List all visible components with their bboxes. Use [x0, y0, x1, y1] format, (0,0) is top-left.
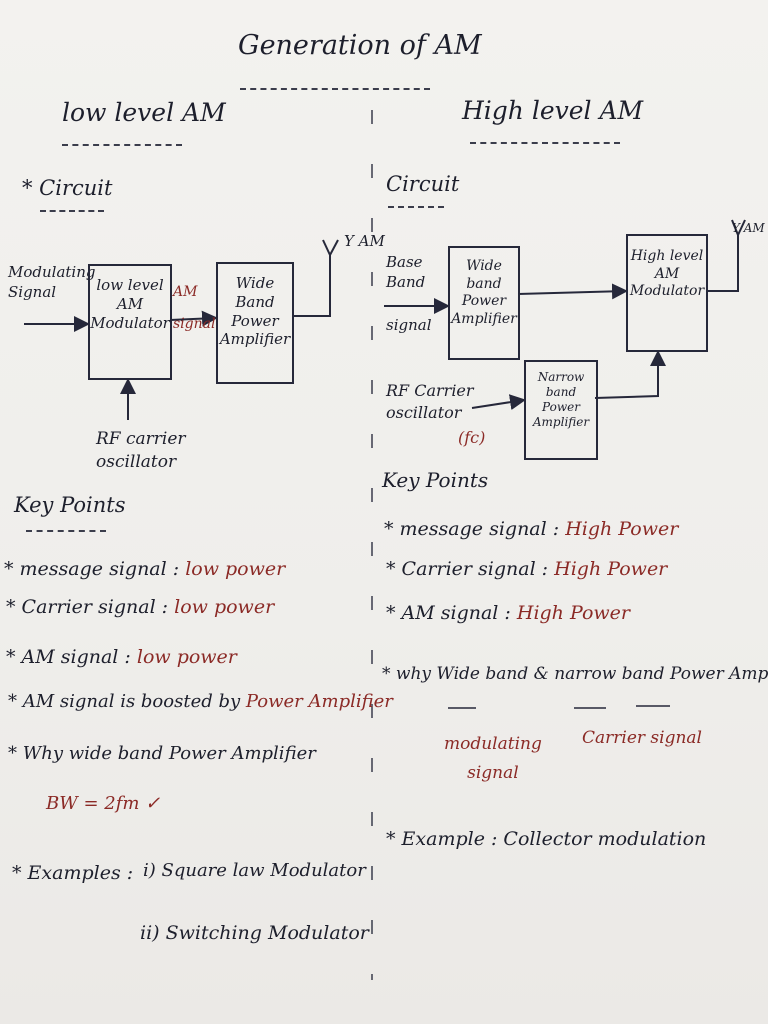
right-point-3: * AM signal : High Power	[386, 604, 630, 623]
why-prefix: * why	[382, 664, 432, 684]
left-point-3: * AM signal : low power	[6, 648, 237, 667]
low-level-am-modulator-text: low level AM Modulator	[90, 276, 170, 332]
left-point-1-text: * message signal :	[4, 558, 180, 580]
right-rf-carrier-label: RF Carrier oscillator	[386, 381, 474, 422]
left-heading-underline	[62, 144, 182, 146]
baseband-signal-label: signal	[386, 316, 432, 334]
left-examples-label: * Examples :	[12, 862, 134, 884]
left-point-5-text: * Why wide band Power Amplifier	[8, 743, 316, 764]
why-and: &	[533, 664, 549, 684]
left-heading: low level AM	[62, 98, 226, 127]
left-point-1: * message signal : low power	[4, 560, 285, 579]
right-point-2-text: * Carrier signal :	[386, 558, 549, 580]
left-point-2-value: low power	[174, 596, 275, 618]
left-rf-carrier-label: RF carrier oscillator	[96, 429, 186, 472]
right-point-2-value: High Power	[554, 558, 668, 580]
right-wide-band-amplifier-block: Wide band Power Amplifier	[448, 246, 520, 360]
right-circuit-underline	[388, 206, 444, 208]
left-point-5: * Why wide band Power Amplifier	[8, 745, 316, 763]
bandwidth-formula: BW = 2fm ✓	[46, 793, 161, 814]
narrow-band-amplifier-text: Narrow band Power Amplifier	[532, 370, 590, 429]
am-signal-label: AM signal	[173, 284, 216, 333]
left-key-points-title: Key Points	[14, 493, 126, 517]
right-point-2: * Carrier signal : High Power	[386, 560, 667, 579]
right-point-3-value: High Power	[516, 602, 631, 624]
annot-carrier-signal: Carrier signal	[582, 728, 702, 748]
page-title: Generation of AM	[238, 30, 482, 61]
left-key-points-underline	[26, 530, 106, 532]
high-level-am-modulator-block: High level AM Modulator	[626, 234, 708, 352]
title-underline	[240, 88, 430, 90]
left-example-2: ii) Switching Modulator	[140, 922, 369, 944]
right-point-1-text: * message signal :	[384, 518, 560, 540]
right-point-3-text: * AM signal :	[386, 602, 511, 624]
right-key-points-title: Key Points	[382, 468, 489, 492]
right-output-label: Y AM	[732, 221, 765, 235]
left-point-4-value: Power Amplifier	[245, 691, 393, 712]
high-level-am-modulator-text: High level AM Modulator	[629, 248, 705, 299]
why-power-amp: Power Amp	[669, 664, 768, 684]
right-heading: High level AM	[462, 96, 644, 125]
right-circuit-label: Circuit	[386, 172, 460, 196]
left-point-2: * Carrier signal : low power	[6, 598, 274, 617]
left-point-3-value: low power	[136, 646, 237, 668]
low-level-am-modulator-block: low level AM Modulator	[88, 264, 172, 380]
annot-modulating-signal: modulating signal	[444, 734, 542, 783]
left-point-1-value: low power	[185, 558, 286, 580]
narrow-band-amplifier-block: Narrow band Power Amplifier	[524, 360, 598, 460]
fc-label: (fc)	[458, 428, 486, 447]
left-point-3-text: * AM signal :	[6, 646, 131, 668]
right-why-line: * why Wide band & narrow band Power Amp	[382, 666, 768, 683]
wide-band-power-amplifier-text: Wide Band Power Amplifier	[219, 274, 291, 349]
why-wide-band: Wide band	[436, 664, 529, 684]
left-output-label: Y AM	[344, 232, 385, 250]
wide-band-power-amplifier-block: Wide Band Power Amplifier	[216, 262, 294, 384]
right-point-1-value: High Power	[565, 518, 679, 540]
left-point-4: * AM signal is boosted by Power Amplifie…	[8, 693, 393, 711]
right-heading-underline	[470, 142, 620, 144]
right-wide-band-amplifier-text: Wide band Power Amplifier	[451, 258, 517, 327]
right-point-1: * message signal : High Power	[384, 520, 678, 539]
left-point-4-text: * AM signal is boosted by	[8, 691, 241, 712]
right-example: * Example : Collector modulation	[386, 828, 707, 850]
left-point-2-text: * Carrier signal :	[6, 596, 169, 618]
left-example-1: i) Square law Modulator	[143, 860, 366, 881]
left-circuit-underline	[40, 210, 104, 212]
baseband-label: Base Band	[386, 253, 426, 292]
left-circuit-label: * Circuit	[22, 176, 113, 200]
why-narrow-band: narrow band	[554, 664, 665, 684]
modulating-signal-label: Modulating Signal	[8, 263, 96, 302]
